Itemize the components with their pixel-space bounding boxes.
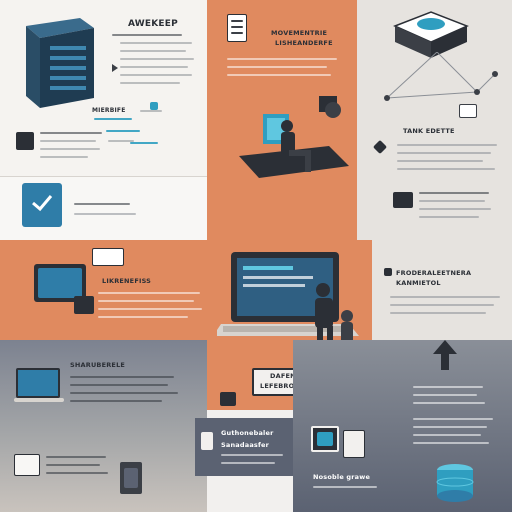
document-icon: [343, 430, 365, 458]
square-bullet-icon: [384, 268, 392, 276]
top-right-title: TANK EDETTE: [403, 127, 455, 135]
bottom-center-subtitle: Sanadaasfer: [221, 441, 270, 449]
top-center-panel: MOVEMENTRIE LISHEANDERFE: [207, 0, 357, 240]
bottom-right-panel: Nosoble grawe: [293, 340, 512, 512]
network-lines: [384, 52, 498, 101]
document-icon: [14, 454, 40, 476]
bottom-center-panel: Guthonebaler Sanadaasfer: [195, 418, 293, 476]
database-icon: [436, 464, 474, 502]
arrow-up-icon: [433, 340, 457, 370]
top-center-title: MOVEMENTRIE: [271, 29, 328, 37]
diamond-icon: [372, 139, 388, 155]
document-icon: [459, 104, 477, 118]
bottom-right-title: Nosoble grawe: [313, 473, 371, 481]
chevron-right-icon: [112, 64, 118, 72]
database-icon: [393, 11, 469, 58]
lower-left-panel: SHARUBERELE: [0, 340, 207, 512]
document-icon: [16, 132, 34, 150]
bottom-center-title: Guthonebaler: [221, 429, 274, 437]
top-right-panel: TANK EDETTE: [357, 0, 512, 240]
person-icon: [239, 96, 349, 178]
monitor-icon: [16, 368, 60, 398]
printer-icon: [92, 248, 124, 266]
document-icon: [201, 432, 213, 450]
document-icon: [220, 392, 236, 406]
top-center-subtitle: LISHEANDERFE: [275, 39, 333, 47]
top-left-title: AWEKEEP: [128, 19, 178, 29]
printer-icon: [74, 296, 94, 314]
mid-left-title: LIKRENEFISS: [102, 277, 152, 285]
document-icon: [227, 14, 247, 42]
monitor-icon: [311, 426, 339, 452]
checkmark-icon: [32, 195, 53, 212]
left-title: MIERBIFE: [92, 107, 126, 114]
monitor-icon: [393, 192, 413, 208]
mid-right-title: FRODERALEETNERA: [396, 269, 472, 277]
left-mid-band: [0, 176, 207, 240]
top-left-panel: AWEKEEP MIERBIFE: [0, 0, 207, 176]
server-icon: [26, 18, 94, 108]
lower-left-title: SHARUBERELE: [70, 361, 126, 369]
middle-right-panel: FRODERALEETNERA KANMIETOL: [372, 240, 512, 340]
mid-right-subtitle: KANMIETOL: [396, 279, 441, 287]
middle-left-panel: LIKRENEFISS: [0, 240, 220, 340]
small-badge: [150, 102, 158, 110]
